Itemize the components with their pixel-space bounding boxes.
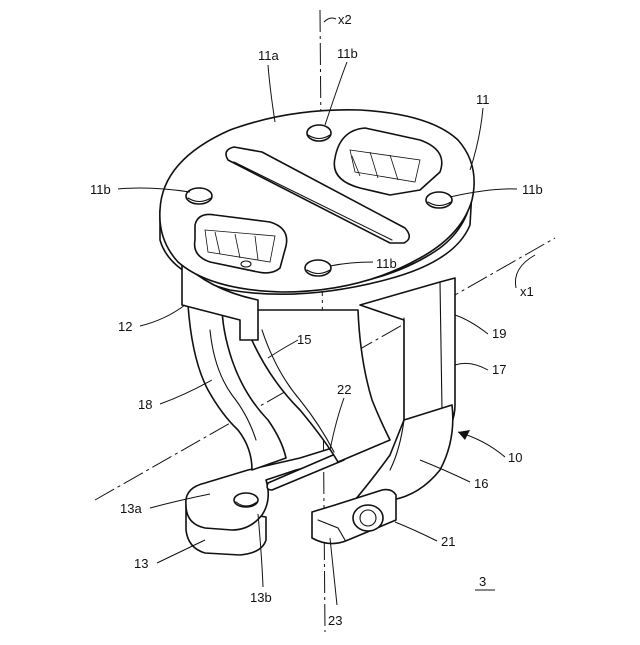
label-22: 22 [337,382,351,397]
label-13a: 13a [120,501,142,516]
label-19: 19 [492,326,506,341]
label-x1: x1 [520,284,534,299]
label-15: 15 [297,332,311,347]
label-11b-top: 11b [337,46,358,61]
label-21: 21 [441,534,455,549]
label-18: 18 [138,397,152,412]
label-x2: x2 [338,12,352,27]
label-23: 23 [328,613,342,628]
label-11: 11 [476,92,490,107]
label-11b-bottom: 11b [376,256,397,271]
label-11b-right: 11b [522,182,543,197]
label-13b: 13b [250,590,272,605]
label-12: 12 [118,319,132,334]
label-11b-left: 11b [90,182,111,197]
label-10: 10 [508,450,522,465]
label-11a: 11a [258,48,279,63]
body-16-17-19 [240,278,455,544]
label-16: 16 [474,476,488,491]
label-13: 13 [134,556,148,571]
label-17: 17 [492,362,506,377]
figure-number: 3 [479,574,486,589]
